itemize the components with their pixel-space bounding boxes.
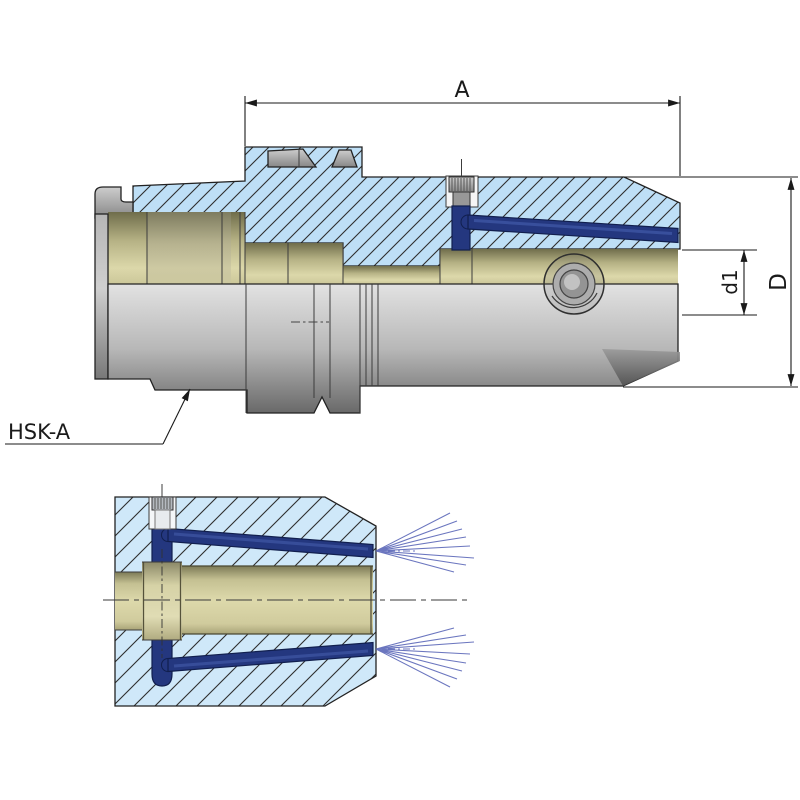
- dim-a-label: A: [454, 78, 469, 103]
- coolant-tube: [467, 214, 679, 244]
- coolant-spray-upper: [375, 512, 475, 573]
- callout-leader-arrow: [162, 388, 191, 445]
- lower-channel: [167, 641, 374, 673]
- dim-d1-label: d1: [718, 269, 742, 294]
- detail-coolant-channels: [161, 527, 374, 673]
- dimension-big-d: D: [623, 176, 798, 388]
- shank-callout: HSK-A: [5, 388, 191, 445]
- taper-end-face: [94, 213, 109, 380]
- bore-band-flange: [245, 243, 343, 284]
- dim-d-label: D: [766, 273, 792, 291]
- coolant-spray-lower: [375, 627, 475, 688]
- bore-divider-lines: [146, 212, 473, 284]
- set-screw-thread-arc: [551, 292, 598, 309]
- knurl-lines: [451, 178, 471, 191]
- detail-bore: [115, 561, 373, 641]
- coolant-system: [445, 159, 679, 251]
- dimension-a: A: [244, 78, 681, 176]
- bore-stub: [115, 572, 145, 630]
- flange-lobe-left: [267, 148, 318, 168]
- shank-callout-label: HSK-A: [8, 420, 71, 444]
- body-groove-lines: [245, 284, 379, 413]
- side-set-screw: [543, 253, 605, 315]
- detail-coolant-screw: [148, 484, 177, 658]
- body-chamfer-face: [602, 349, 680, 386]
- dimension-d1: d1: [682, 249, 757, 316]
- coolant-tube-highlight: [473, 219, 673, 235]
- side-section-view: A d1 D HSK-A: [5, 78, 798, 445]
- bore-band-neck: [343, 266, 440, 284]
- bore-band: [108, 212, 678, 284]
- flange-lobe-right: [331, 149, 358, 168]
- upper-channel: [167, 527, 374, 559]
- bore-insert: [147, 212, 231, 284]
- taper-end-tab: [94, 186, 134, 219]
- coolant-screw-neck: [452, 191, 471, 208]
- nose-detail-view: [103, 484, 475, 707]
- detail-screw-body: [154, 509, 171, 530]
